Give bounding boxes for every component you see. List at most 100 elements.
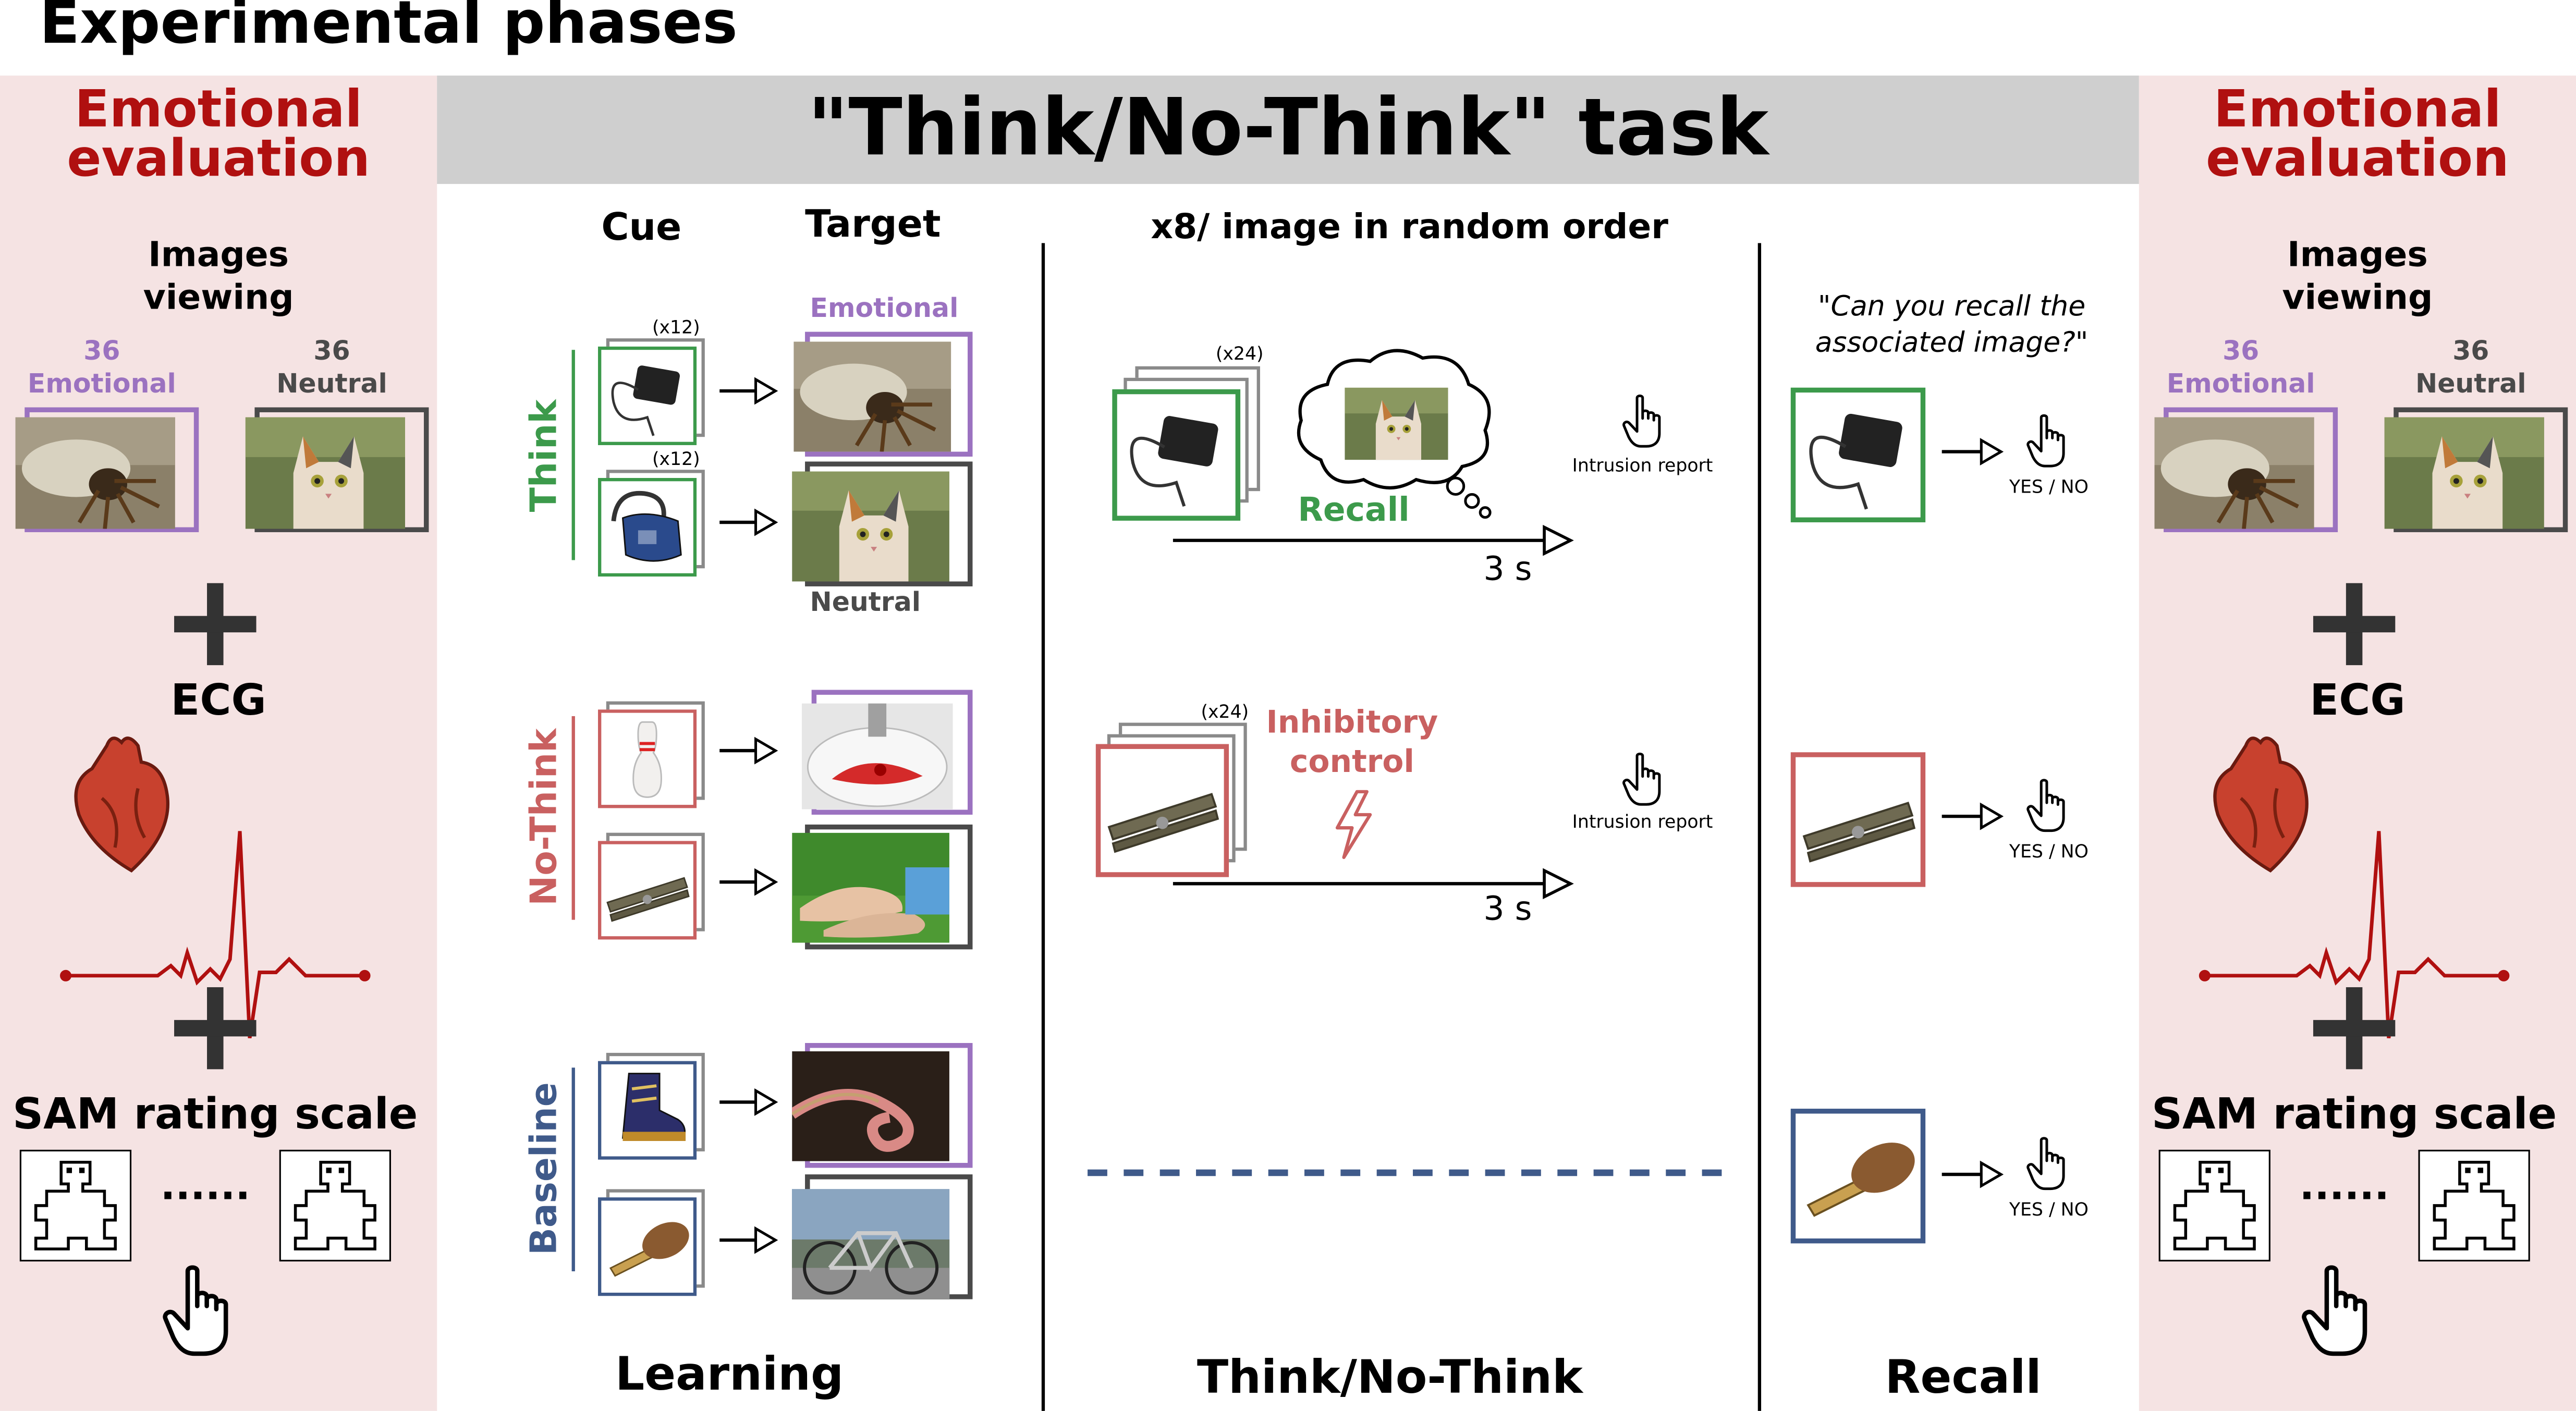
- three-seconds-label: 3 s: [1483, 548, 1532, 588]
- evaluation-title: Emotional evaluation: [67, 80, 370, 189]
- task-title-bar: [437, 75, 2139, 184]
- think-bracket: [571, 350, 575, 560]
- arrow-icon: [1942, 1160, 2004, 1188]
- recall-word: Recall: [1298, 489, 1410, 529]
- target-nothink-1: [802, 700, 953, 813]
- recall-cue-think: [1790, 387, 1926, 523]
- target-think-1: [793, 341, 951, 451]
- arrow-icon: [719, 508, 778, 536]
- x12-label-2: (x12): [652, 448, 700, 470]
- tnt-think-cue: [1112, 389, 1241, 521]
- ecg-trace-icon: [2199, 831, 2510, 1039]
- divider-left: [1041, 243, 1045, 1411]
- tnt-header: x8/ image in random order: [1151, 207, 1668, 247]
- nothink-bracket: [571, 716, 575, 920]
- intrusion-report-label: Intrusion report: [1572, 455, 1713, 476]
- ecg-trace-icon: [60, 831, 371, 1039]
- recall-cue-baseline: [1790, 1109, 1926, 1244]
- recall-phase-label: Recall: [1885, 1350, 2042, 1405]
- baseline-dashed-line: [1088, 1169, 1738, 1176]
- arrow-icon: [1173, 524, 1574, 556]
- heart-icon: [74, 737, 170, 873]
- pointing-hand-icon: [2300, 1265, 2379, 1360]
- think-label: Think: [524, 399, 566, 512]
- target-header: Target: [805, 203, 941, 247]
- arrow-icon: [719, 1226, 778, 1254]
- recall-cue-nothink: [1790, 752, 1926, 887]
- ecg-label: ECG: [170, 677, 266, 726]
- nothink-label: No-Think: [524, 728, 566, 906]
- sam-label: SAM rating scale: [13, 1090, 418, 1140]
- cue-nothink-2: [598, 841, 697, 940]
- plus-icon: [174, 583, 257, 666]
- inhibitory-control-label: Inhibitory control: [1266, 704, 1438, 780]
- emotional-target-label: Emotional: [810, 292, 959, 324]
- tnt-nothink-cue: [1095, 744, 1229, 877]
- target-baseline-1: [792, 1051, 950, 1161]
- sam-figure-sad: [19, 1149, 132, 1262]
- baseline-bracket: [571, 1068, 575, 1271]
- tnt-phase-label: Think/No-Think: [1197, 1350, 1583, 1405]
- sam-dots: ......: [160, 1163, 251, 1209]
- pointing-hand-icon: [2025, 779, 2071, 835]
- plus-icon: [2313, 583, 2396, 666]
- target-think-2: [792, 471, 950, 581]
- cue-nothink-1: [598, 709, 697, 808]
- sam-figure-happy: [279, 1149, 391, 1262]
- yes-no-label: YES / NO: [2009, 476, 2089, 498]
- neutral-count: 36: [313, 335, 350, 366]
- emotional-label-right: Emotional: [2166, 367, 2315, 399]
- lightning-icon: [1335, 790, 1372, 860]
- sam-label-right: SAM rating scale: [2151, 1090, 2557, 1140]
- arrow-icon: [719, 868, 778, 896]
- neutral-target-label: Neutral: [810, 586, 921, 618]
- plus-icon: [174, 987, 257, 1070]
- cue-baseline-2: [598, 1197, 697, 1296]
- plus-icon: [2313, 987, 2396, 1070]
- task-title: "Think/No-Think" task: [807, 82, 1769, 175]
- baseline-label: Baseline: [524, 1082, 566, 1255]
- ecg-label-right: ECG: [2310, 677, 2406, 726]
- images-viewing-label-right: Images viewing: [2282, 235, 2433, 317]
- emotional-count: 36: [83, 335, 120, 366]
- arrow-icon: [1942, 802, 2004, 830]
- intrusion-report-label-2: Intrusion report: [1572, 811, 1713, 833]
- three-seconds-label-2: 3 s: [1483, 888, 1532, 928]
- heart-icon: [2213, 737, 2309, 873]
- pointing-hand-icon: [1621, 752, 1667, 808]
- evaluation-title-right: Emotional evaluation: [2206, 80, 2509, 189]
- sam-dots-right: ......: [2299, 1163, 2389, 1209]
- pointing-hand-icon: [1621, 394, 1667, 450]
- cue-baseline-1: [598, 1061, 697, 1160]
- x24-label-2: (x24): [1201, 701, 1249, 723]
- x12-label: (x12): [652, 317, 700, 339]
- thought-cat-image: [1342, 388, 1450, 460]
- sam-figure-happy-right: [2418, 1149, 2530, 1262]
- neutral-image-right: [2382, 417, 2546, 529]
- cue-think-1: [598, 346, 697, 445]
- target-baseline-2: [792, 1183, 950, 1306]
- neutral-count-right: 36: [2452, 335, 2489, 366]
- neutral-image: [243, 417, 407, 529]
- target-nothink-2: [792, 833, 950, 943]
- emotional-image-right: [2152, 417, 2316, 529]
- cue-header: Cue: [601, 207, 682, 250]
- arrow-icon: [719, 737, 778, 765]
- emotional-label: Emotional: [27, 367, 176, 399]
- yes-no-label-3: YES / NO: [2009, 1199, 2089, 1221]
- recall-question: "Can you recall the associated image?": [1815, 290, 2089, 360]
- arrow-icon: [1173, 868, 1574, 900]
- divider-right: [1757, 243, 1762, 1411]
- evaluation-panel-left: Emotional evaluation Images viewing 36 E…: [0, 75, 437, 1411]
- x24-label: (x24): [1215, 343, 1264, 365]
- learning-phase-label: Learning: [615, 1346, 844, 1401]
- cue-think-2: [598, 477, 697, 577]
- arrow-icon: [719, 377, 778, 405]
- pointing-hand-icon: [161, 1265, 240, 1360]
- sam-figure-sad-right: [2158, 1149, 2270, 1262]
- pointing-hand-icon: [2025, 414, 2071, 470]
- arrow-icon: [719, 1088, 778, 1116]
- emotional-count-right: 36: [2223, 335, 2260, 366]
- emotional-image: [13, 417, 177, 529]
- neutral-label: Neutral: [276, 367, 387, 399]
